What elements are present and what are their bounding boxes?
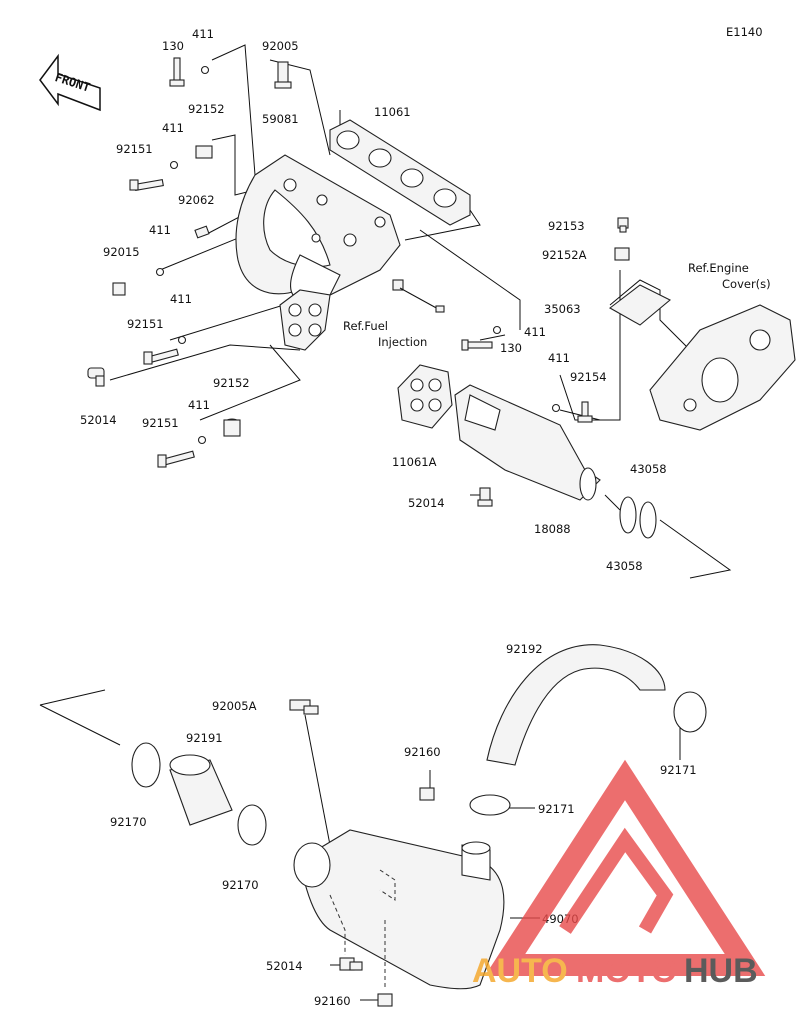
collar-92152A <box>614 247 630 261</box>
gasket-11061 <box>329 119 471 226</box>
label-43058-b: 43058 <box>606 559 643 573</box>
ref-fuel-line1: Ref.Fuel <box>343 319 388 333</box>
label-52014-b: 52014 <box>408 496 445 510</box>
label-92154: 92154 <box>570 370 607 384</box>
label-411-b: 411 <box>162 121 184 135</box>
bolt-92151-c <box>157 450 195 468</box>
label-92171-b: 92171 <box>538 802 575 816</box>
label-92152-b: 92152 <box>213 376 250 390</box>
part-labels: 130 411 92005 92152 411 59081 11061 9215… <box>80 27 771 1008</box>
engine-cover <box>649 304 796 431</box>
label-59081: 59081 <box>262 112 299 126</box>
label-92151-c: 92151 <box>142 416 179 430</box>
exhaust-pipe-18088 <box>454 384 601 501</box>
washer-411-d <box>177 335 187 345</box>
bolt-92151-b <box>143 348 179 365</box>
washer-411-f <box>492 325 502 335</box>
clamp-92171-a <box>673 691 707 733</box>
label-35063: 35063 <box>544 302 581 316</box>
fitting-52014-bottom <box>339 957 363 971</box>
washer-411-g <box>551 403 561 413</box>
washer-411-top <box>200 65 210 75</box>
clamp-92171-b <box>469 794 511 816</box>
label-43058-a: 43058 <box>630 462 667 476</box>
label-130-a: 130 <box>162 39 184 53</box>
ref-engine-line2: Cover(s) <box>722 277 771 291</box>
label-411-e: 411 <box>188 398 210 412</box>
label-92062: 92062 <box>178 193 215 207</box>
washer-411-b <box>169 160 179 170</box>
hose-92192 <box>486 644 666 766</box>
watermark-hub: HUB <box>684 952 758 990</box>
front-arrow-icon: FRONT <box>39 53 101 112</box>
label-11061A: 11061A <box>392 455 437 469</box>
label-130-b: 130 <box>500 341 522 355</box>
label-92170-a: 92170 <box>110 815 147 829</box>
nut-92015 <box>112 282 126 296</box>
manifold-outlet-flange <box>279 289 331 351</box>
clamp-92170-a <box>131 742 161 788</box>
fitting-52014-mid <box>477 487 493 507</box>
label-92152A: 92152A <box>542 248 587 262</box>
label-92015: 92015 <box>103 245 140 259</box>
muffler-49070 <box>293 829 505 990</box>
fitting-92005A <box>289 699 319 715</box>
dashed-guides <box>329 869 396 990</box>
bolt-92153 <box>617 217 629 233</box>
grommet-92160-a <box>419 787 435 801</box>
label-92151-b: 92151 <box>127 317 164 331</box>
leader-lines-top <box>109 44 732 579</box>
grommet-92160-b <box>377 993 393 1007</box>
ref-engine-line1: Ref.Engine <box>688 261 749 275</box>
label-411-a: 411 <box>192 27 214 41</box>
washer-411-e <box>197 435 207 445</box>
collar-92152-top <box>195 145 213 159</box>
bolt-130-right <box>461 339 493 351</box>
o-ring-43058-b <box>639 501 657 539</box>
clamp-92170-b <box>237 804 267 846</box>
bolt-130-top <box>169 57 185 87</box>
hose-92191 <box>169 754 233 826</box>
label-92160-a: 92160 <box>404 745 441 759</box>
label-92151-a: 92151 <box>116 142 153 156</box>
automotohub-watermark: AUTO MOTO HUB <box>472 759 766 990</box>
fitting-52014-top <box>87 367 105 387</box>
gasket-11061A <box>397 364 453 429</box>
stud-92062 <box>194 225 210 239</box>
diagram-code: E1140 <box>726 25 763 39</box>
label-18088: 18088 <box>534 522 571 536</box>
label-92153: 92153 <box>548 219 585 233</box>
label-52014-c: 52014 <box>266 959 303 973</box>
collar-92152-bottom <box>223 418 241 437</box>
stud-92005 <box>274 61 292 89</box>
label-92005: 92005 <box>262 39 299 53</box>
ref-fuel-line2: Injection <box>378 335 427 349</box>
label-411-c: 411 <box>149 223 171 237</box>
exhaust-manifold <box>235 154 401 301</box>
label-92160-b: 92160 <box>314 994 351 1008</box>
label-411-f: 411 <box>524 325 546 339</box>
watermark-moto: MOTO <box>576 952 677 990</box>
label-92005A: 92005A <box>212 699 257 713</box>
label-92171-a: 92171 <box>660 763 697 777</box>
watermark-auto: AUTO <box>472 952 568 990</box>
o-ring-43058-a <box>619 496 637 534</box>
label-92170-b: 92170 <box>222 878 259 892</box>
label-92192: 92192 <box>506 642 543 656</box>
label-52014-a: 52014 <box>80 413 117 427</box>
bracket-35063 <box>609 284 671 326</box>
washer-411-c <box>155 267 165 277</box>
sensor-wire <box>392 279 445 313</box>
bolt-92151-a <box>129 178 164 192</box>
label-11061: 11061 <box>374 105 411 119</box>
label-411-g: 411 <box>548 351 570 365</box>
label-92152-a: 92152 <box>188 102 225 116</box>
label-411-d: 411 <box>170 292 192 306</box>
label-92191: 92191 <box>186 731 223 745</box>
bolt-92154 <box>577 401 593 423</box>
